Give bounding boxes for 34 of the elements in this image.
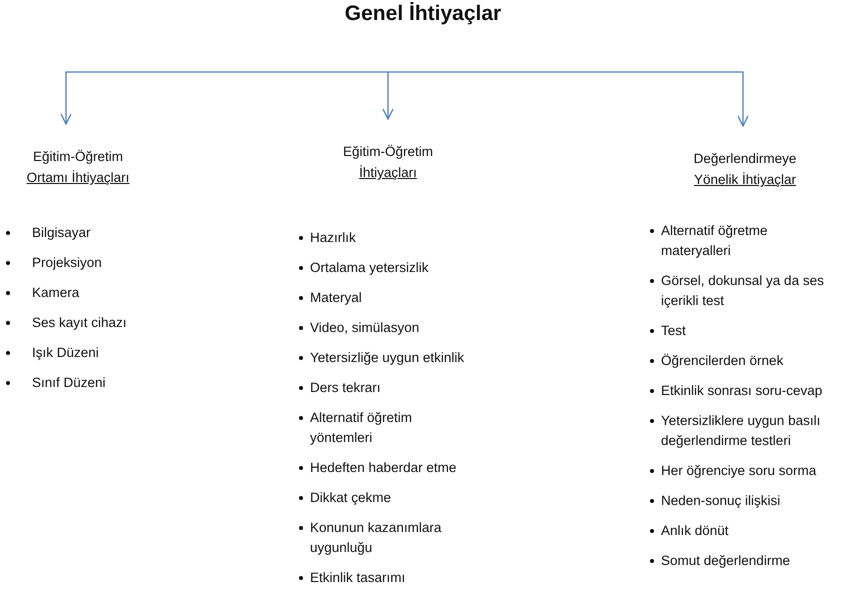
bullet-item: Ders tekrarı [299,378,475,398]
bullet-item: Her öğrenciye soru sorma [650,461,840,481]
bullet-item: Alternatif öğretim yöntemleri [299,408,475,448]
bullet-item: Hazırlık [299,228,475,248]
bullet-item: Hedeften haberdar etme [299,458,475,478]
bullet-item: Yetersizliğe uygun etkinlik [299,348,475,368]
bullet-item: Etkinlik sonrası soru-cevap [650,381,840,401]
bullet-item: Materyal [299,288,475,308]
bullet-item: Konunun kazanımlara uygunluğu [299,518,475,558]
bullet-item: Kamera [6,283,156,303]
diagram-title: Genel İhtiyaçlar [344,2,502,26]
column-heading: Eğitim-Öğretim Ortamı İhtiyaçları [0,146,158,188]
bullet-item: Neden-sonuç ilişkisi [650,491,840,511]
bullet-item: Görsel, dokunsal ya da ses içerikli test [650,271,840,311]
branch-arrow [388,71,749,127]
bullet-item: Işık Düzeni [6,343,156,363]
bullet-item: Dikkat çekme [299,488,475,508]
column-heading: Değerlendirmeye Yönelik İhtiyaçlar [660,148,830,190]
branch-arrow [60,71,388,125]
branch-arrow [382,71,394,120]
bullet-item: Bilgisayar [6,223,156,243]
bullet-item: Etkinlik tasarımı [299,568,475,588]
bullet-item: Yetersizliklere uygun basılı değerlendirme testleri [650,411,840,451]
bullet-item: Somut değerlendirme [650,551,840,571]
bullet-item: Ses kayıt cihazı [6,313,156,333]
bullet-item: Test [650,321,840,341]
bullet-item: Ortalama yetersizlik [299,258,475,278]
bullet-item: Sınıf Düzeni [6,373,156,393]
bullet-item: Projeksiyon [6,253,156,273]
bullet-item: Video, simülasyon [299,318,475,338]
bullet-item: Öğrencilerden örnek [650,351,840,371]
bullet-item: Alternatif öğretme materyalleri [650,221,840,261]
bullet-item: Anlık dönüt [650,521,840,541]
column-heading: Eğitim-Öğretim İhtiyaçları [308,141,468,183]
